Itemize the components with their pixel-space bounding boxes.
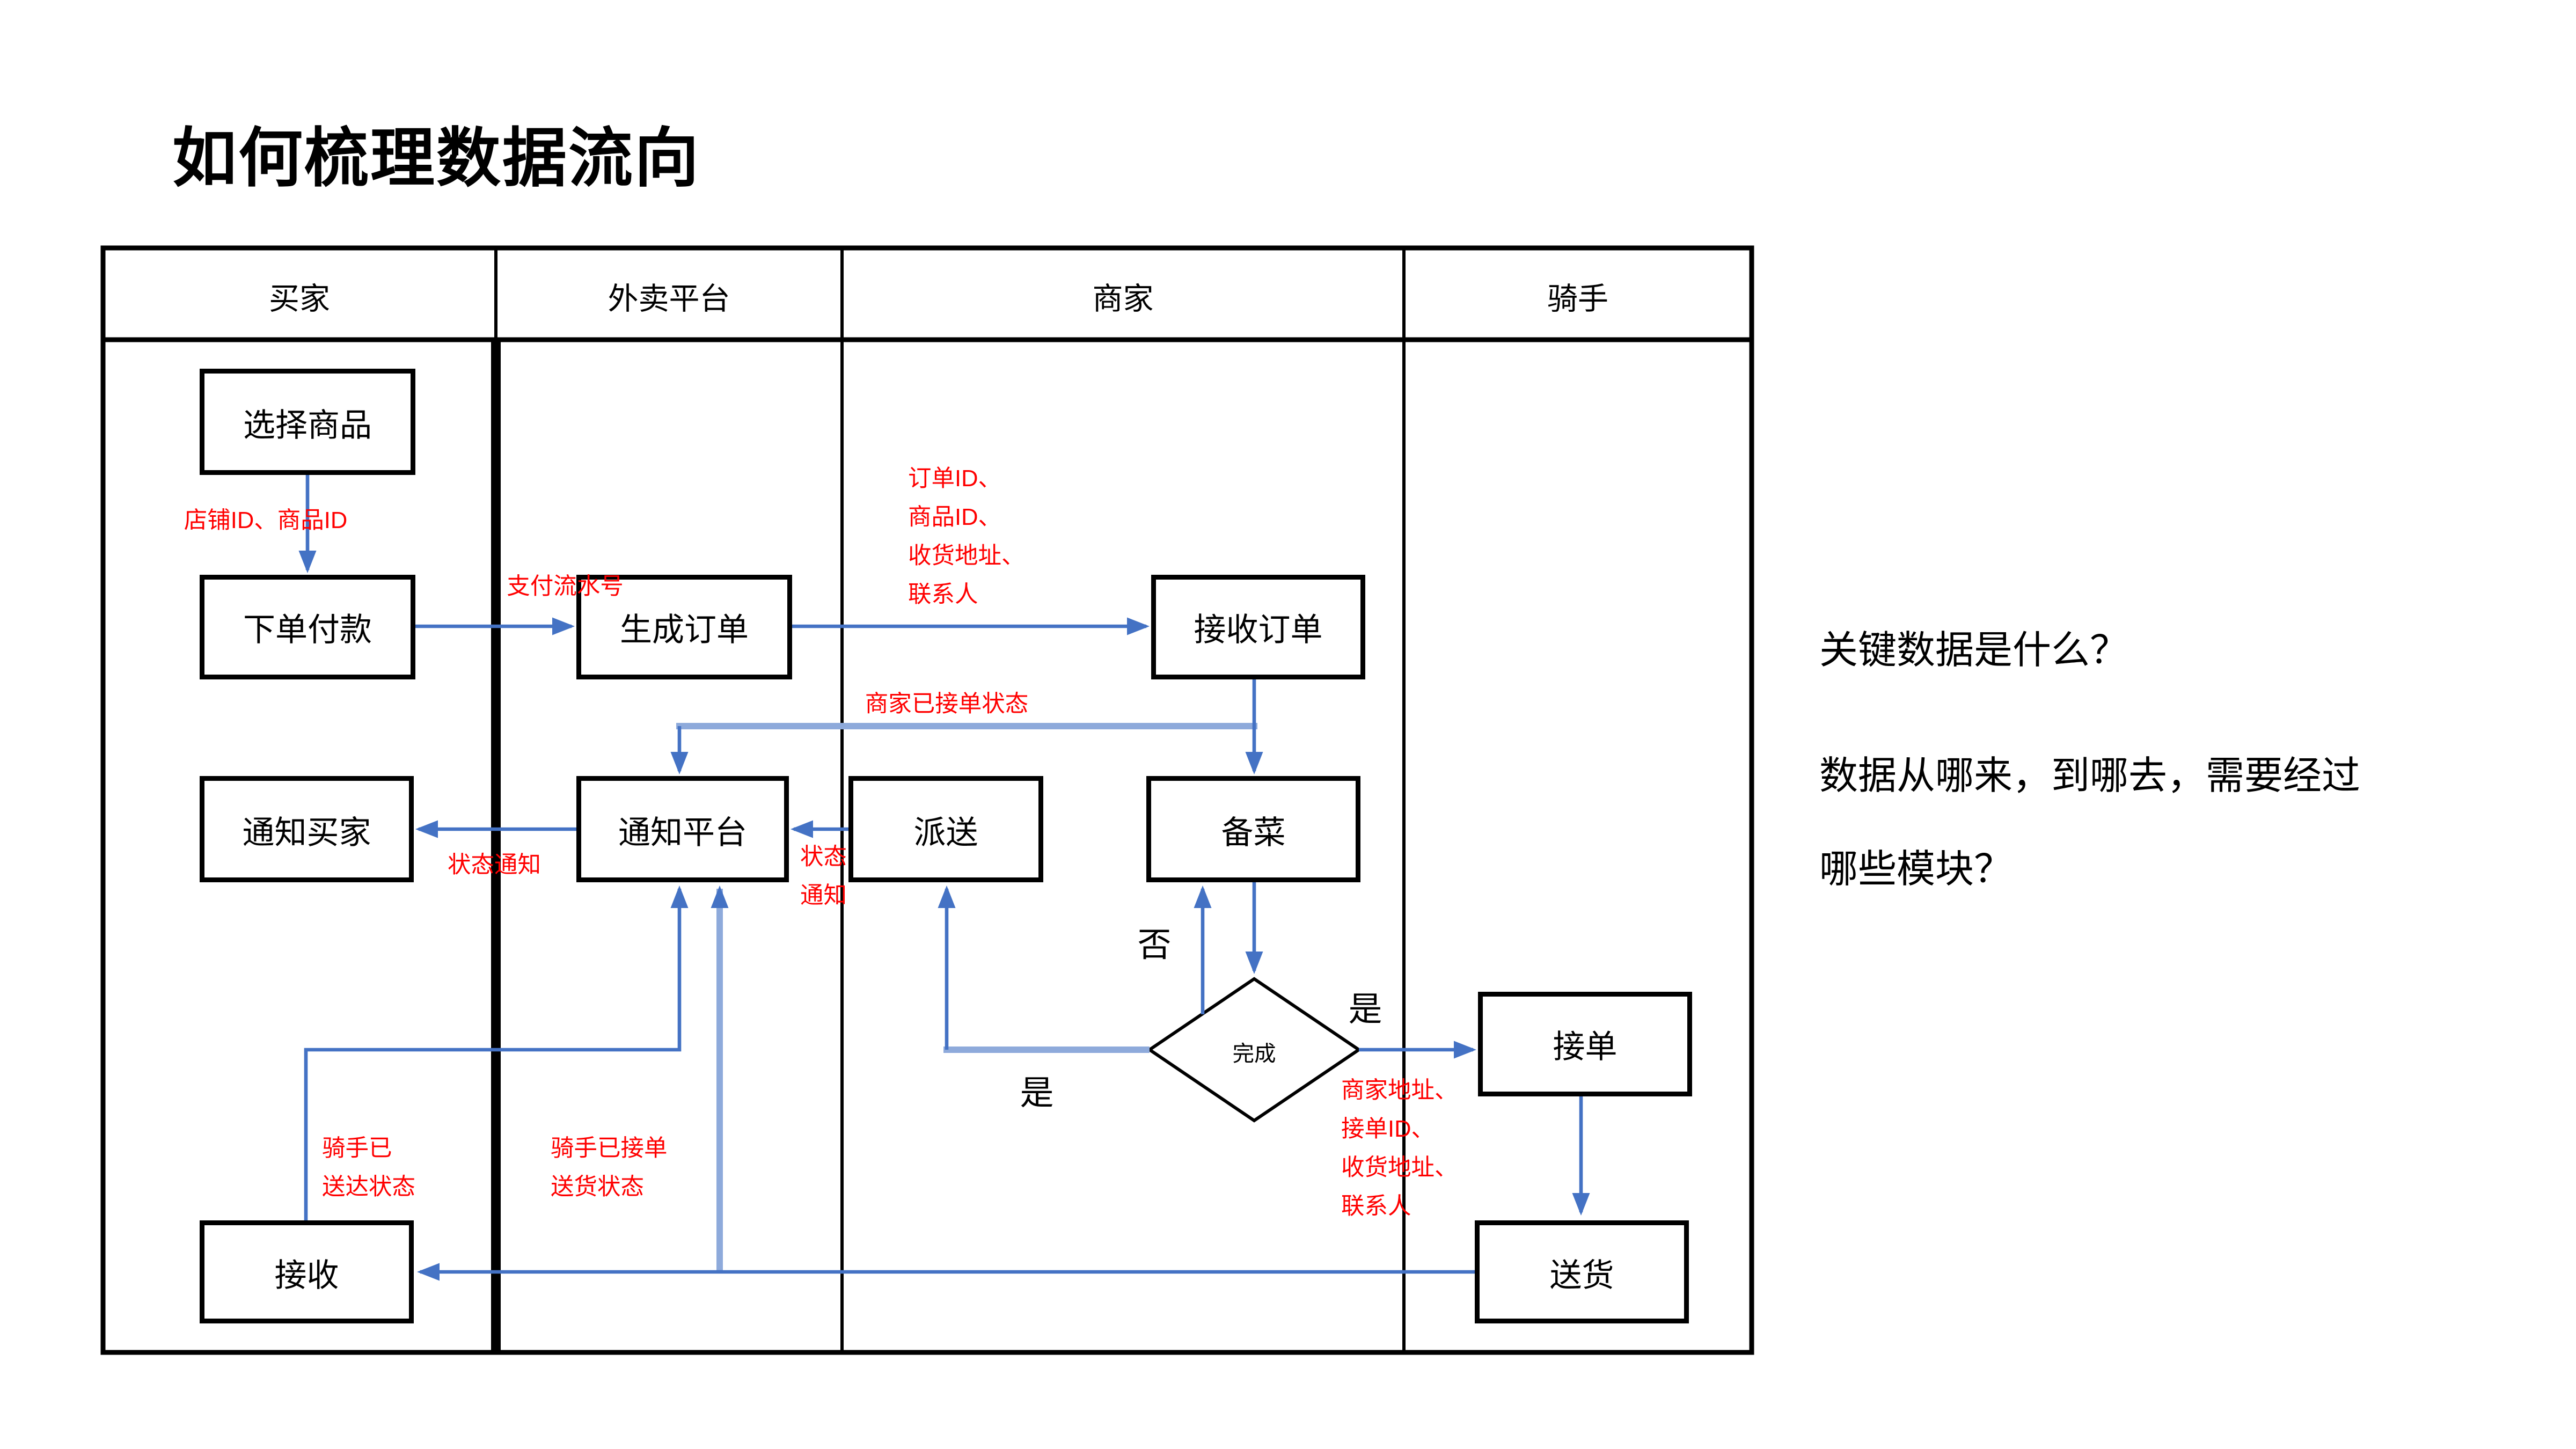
node-accept-order: 接收订单 bbox=[1151, 575, 1365, 679]
lane-header-platform: 外卖平台 bbox=[608, 283, 730, 317]
side-note-key-data: 关键数据是什么？ bbox=[1819, 630, 2128, 673]
node-dispatch: 派送 bbox=[848, 776, 1043, 882]
side-note-modules: 哪些模块？ bbox=[1819, 848, 2012, 892]
page-title: 如何梳理数据流向 bbox=[172, 124, 700, 195]
node-receive-goods: 接收 bbox=[200, 1220, 414, 1323]
label-status-notify-vertical: 状态 通知 bbox=[800, 839, 847, 916]
label-status-notify-v-line1: 状态 bbox=[800, 845, 847, 871]
label-merchant-accepted: 商家已接单状态 bbox=[865, 692, 1029, 718]
node-rider-accept: 接单 bbox=[1478, 992, 1692, 1096]
node-complete-check: 完成 bbox=[1232, 1042, 1276, 1066]
label-order-info-line1: 订单ID、 bbox=[908, 467, 1001, 493]
node-create-order: 生成订单 bbox=[576, 575, 792, 679]
label-rider-order-info-line2: 接单ID、 bbox=[1341, 1117, 1435, 1143]
node-notify-buyer: 通知买家 bbox=[200, 776, 414, 882]
label-rider-order-info-line3: 收货地址、 bbox=[1341, 1156, 1458, 1182]
lane-header-buyer: 买家 bbox=[268, 283, 330, 317]
lane-header-merchant: 商家 bbox=[1092, 283, 1154, 317]
side-note-data-flow: 数据从哪来，到哪去，需要经过 bbox=[1819, 755, 2360, 799]
label-branch-no: 否 bbox=[1137, 927, 1172, 964]
label-order-info-line3: 收货地址、 bbox=[908, 544, 1025, 570]
label-rider-accepted-delivering: 骑手已接单 送货状态 bbox=[551, 1130, 668, 1208]
label-rider-delivered: 骑手已 送达状态 bbox=[322, 1130, 415, 1208]
node-order-pay: 下单付款 bbox=[200, 575, 415, 679]
node-prepare-food: 备菜 bbox=[1146, 776, 1360, 882]
label-rider-order-info-line4: 联系人 bbox=[1341, 1195, 1411, 1220]
label-status-notify: 状态通知 bbox=[448, 853, 541, 879]
node-notify-platform: 通知平台 bbox=[576, 776, 789, 882]
label-rider-accepted-line2: 送货状态 bbox=[551, 1175, 644, 1201]
label-rider-order-info: 商家地址、 接单ID、 收货地址、 联系人 bbox=[1341, 1072, 1458, 1227]
edge-receive-delivered-to-platform bbox=[304, 885, 689, 1220]
label-rider-delivered-line1: 骑手已 bbox=[322, 1137, 392, 1162]
label-order-info-line4: 联系人 bbox=[908, 583, 978, 609]
node-select-goods: 选择商品 bbox=[200, 369, 415, 475]
label-branch-yes-rider: 是 bbox=[1348, 992, 1382, 1029]
swimlane-outer-border bbox=[100, 245, 1754, 1355]
label-branch-yes-dispatch: 是 bbox=[1020, 1075, 1054, 1113]
label-shop-item-id: 店铺ID、商品ID bbox=[184, 509, 348, 535]
label-order-info: 订单ID、 商品ID、 收货地址、 联系人 bbox=[908, 460, 1025, 615]
node-deliver: 送货 bbox=[1475, 1220, 1689, 1323]
label-status-notify-v-line2: 通知 bbox=[800, 884, 847, 910]
label-rider-accepted-line1: 骑手已接单 bbox=[551, 1137, 668, 1162]
label-rider-delivered-line2: 送达状态 bbox=[322, 1175, 415, 1201]
label-rider-order-info-line1: 商家地址、 bbox=[1341, 1079, 1458, 1104]
label-order-info-line2: 商品ID、 bbox=[908, 506, 1001, 531]
label-payment-serial: 支付流水号 bbox=[507, 575, 624, 601]
lane-header-rider: 骑手 bbox=[1547, 283, 1608, 317]
